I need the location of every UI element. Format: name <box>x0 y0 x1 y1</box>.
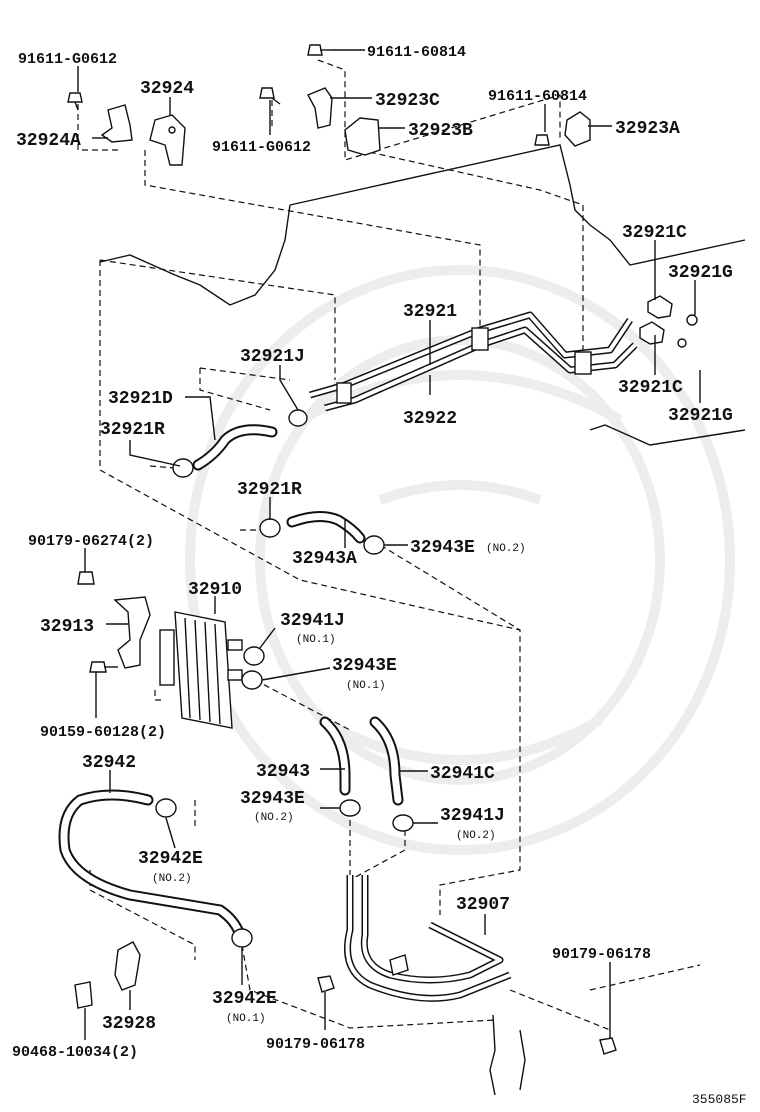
label-32928: 32928 <box>102 1014 156 1034</box>
label-32941J-no1-note: (NO.1) <box>296 634 336 646</box>
bracket-32923A <box>564 111 591 147</box>
label-32943: 32943 <box>256 762 310 782</box>
label-32941J-no2: 32941J <box>440 806 505 826</box>
label-32910: 32910 <box>188 580 242 600</box>
label-32921G-b: 32921G <box>668 406 733 426</box>
label-90468-10034: 90468-10034(2) <box>12 1044 138 1061</box>
label-91611-60814-b: 91611-60814 <box>488 88 587 105</box>
clamp-32943E-no2-a <box>363 535 385 555</box>
label-32907: 32907 <box>456 895 510 915</box>
bolt-91611-G0612-a <box>67 92 83 111</box>
hose-32943A <box>286 511 366 544</box>
bracket-32928 <box>114 941 141 991</box>
label-32923C: 32923C <box>375 91 440 111</box>
label-32921C-a: 32921C <box>622 223 687 243</box>
bolt-90179-06178-a <box>599 1037 617 1055</box>
label-90179-06178-a: 90179-06178 <box>552 946 651 963</box>
label-32921D: 32921D <box>108 389 173 409</box>
bolt-90179-06178-b <box>317 975 335 993</box>
bolt-91611-60814-a <box>307 44 330 56</box>
bracket-32924 <box>149 114 186 166</box>
label-32943E-no1: 32943E <box>332 656 397 676</box>
label-90179-06178-b: 90179-06178 <box>266 1036 365 1053</box>
label-32921R-b: 32921R <box>237 480 302 500</box>
clamp-32943E-no2-b <box>339 799 361 817</box>
label-32943A: 32943A <box>292 549 357 569</box>
label-32942: 32942 <box>82 753 136 773</box>
oring-32921G-b <box>677 338 687 348</box>
bolt-91611-G0612-b <box>259 87 281 105</box>
label-32941J-no2-note: (NO.2) <box>456 830 496 842</box>
part-labels: 91611-G0612 32924 32924A 91611-60814 329… <box>12 44 747 1107</box>
label-32924: 32924 <box>140 79 194 99</box>
fitting-32921C-a <box>647 295 673 319</box>
bolt-91611-60814-b <box>534 134 550 146</box>
leader-lines <box>77 49 701 1040</box>
clamp-32921R-b <box>259 518 281 538</box>
label-91611-G0612-a: 91611-G0612 <box>18 51 117 68</box>
diagram-id: 355085F <box>692 1092 747 1107</box>
clamp-32941J-no1 <box>243 646 265 666</box>
clamp-32942E-no1 <box>231 928 253 948</box>
label-32941J-no1: 32941J <box>280 611 345 631</box>
label-32943E-no1-note: (NO.1) <box>346 680 386 692</box>
oring-32921G-a <box>686 314 698 326</box>
clamp-32921J <box>288 409 308 427</box>
label-90159-60128: 90159-60128(2) <box>40 724 166 741</box>
bolt-90179-06274 <box>77 571 95 585</box>
oil-cooler-32910 <box>159 611 243 729</box>
fitting-32921C-b <box>639 321 665 345</box>
pipe-clamps <box>336 327 592 404</box>
label-32942E-no2: 32942E <box>138 849 203 869</box>
bracket-32923C <box>307 87 333 129</box>
label-32921J: 32921J <box>240 347 305 367</box>
label-32942E-no1-note: (NO.1) <box>226 1013 266 1025</box>
label-32922: 32922 <box>403 409 457 429</box>
clamp-32943E-no1 <box>241 670 263 690</box>
label-91611-60814-a: 91611-60814 <box>367 44 466 61</box>
hose-32941C <box>369 716 404 806</box>
label-32924A: 32924A <box>16 131 81 151</box>
clamp-32941J-no2 <box>392 814 414 832</box>
label-91611-G0612-b: 91611-G0612 <box>212 139 311 156</box>
label-32943E-no2-b-note: (NO.2) <box>254 812 294 824</box>
bracket-32913 <box>113 596 151 669</box>
label-32942E-no1: 32942E <box>212 989 277 1009</box>
hose-32921D <box>192 424 278 471</box>
pipe-32907 <box>344 875 512 1002</box>
label-32923A: 32923A <box>615 119 680 139</box>
label-32923B: 32923B <box>408 121 473 141</box>
label-32913: 32913 <box>40 617 94 637</box>
bracket-32923B <box>344 117 381 156</box>
label-32921: 32921 <box>403 302 457 322</box>
label-90179-06274: 90179-06274(2) <box>28 533 154 550</box>
engine-outline <box>99 144 746 1096</box>
label-32921C-b: 32921C <box>618 378 683 398</box>
label-32943E-no2-a-note: (NO.2) <box>486 543 526 555</box>
bracket-32924A <box>100 104 133 143</box>
label-32921R-a: 32921R <box>100 420 165 440</box>
label-32943E-no2-a: 32943E <box>410 538 475 558</box>
pipe-32922 <box>324 326 638 412</box>
bolt-90159-60128 <box>89 661 118 673</box>
label-32942E-no2-note: (NO.2) <box>152 873 192 885</box>
clip-90468-10034 <box>74 981 93 1009</box>
clamp-32921R-a <box>172 458 194 478</box>
hose-32943 <box>319 716 351 796</box>
hose-32942 <box>58 789 246 941</box>
label-32943E-no2-b: 32943E <box>240 789 305 809</box>
clamp-32942E-no2 <box>155 798 177 818</box>
label-32921G-a: 32921G <box>668 263 733 283</box>
label-32941C: 32941C <box>430 764 495 784</box>
